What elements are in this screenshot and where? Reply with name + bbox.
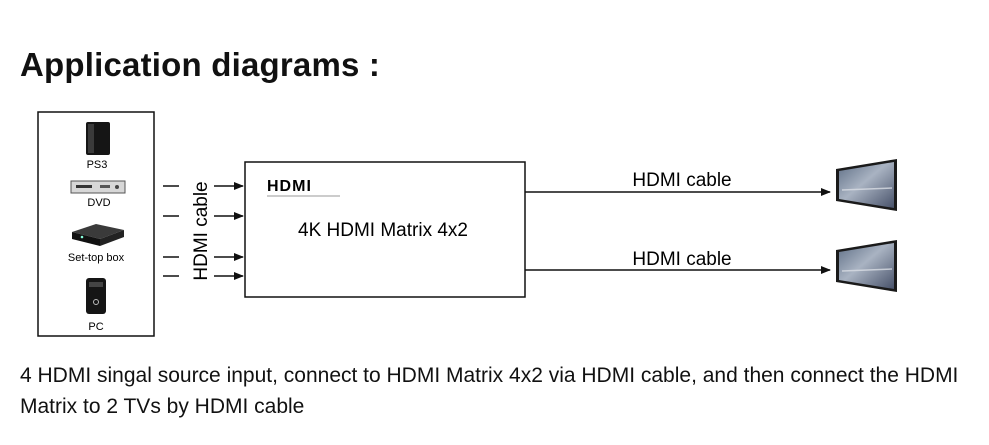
ps3-console-icon: [86, 122, 110, 155]
tv-icon: [836, 159, 897, 211]
pc-tower-icon: [86, 278, 106, 314]
matrix-name: 4K HDMI Matrix 4x2: [298, 220, 468, 241]
hdmi-logo-text: HDMI: [267, 178, 312, 195]
input-connectors: [163, 182, 244, 280]
dvd-player-icon: [70, 180, 126, 194]
diagram-caption: 4 HDMI singal source input, connect to H…: [20, 364, 959, 418]
input-cable-label: HDMI cable: [191, 181, 212, 280]
tv-icon: [836, 240, 897, 292]
output-cable-label: HDMI cable: [632, 249, 731, 270]
output-cable-label: HDMI cable: [632, 170, 731, 191]
page-title: Application diagrams :: [20, 46, 381, 83]
source-label: Set-top box: [68, 252, 125, 264]
matrix-box: [244, 161, 526, 298]
source-label: PS3: [87, 159, 108, 171]
source-label: PC: [88, 321, 103, 333]
source-label: DVD: [87, 197, 110, 209]
set-top-box-icon: [72, 224, 124, 246]
hdmi-logo: HDMI: [267, 178, 340, 197]
